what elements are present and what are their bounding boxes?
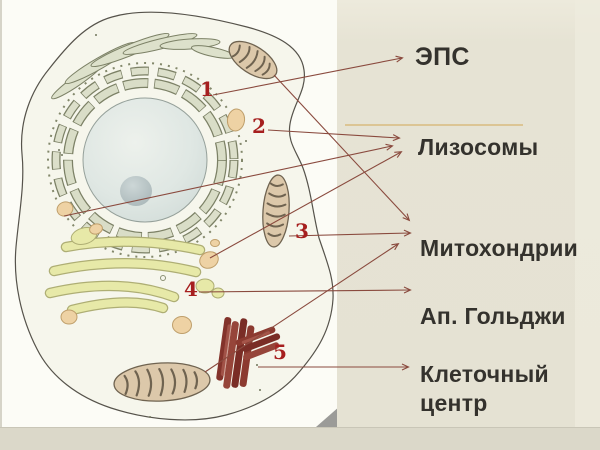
divider-line (345, 124, 523, 126)
label-golgi: Ап. Гольджи (420, 303, 566, 329)
mitochondrion-bottom (113, 362, 211, 402)
label-mitochondria: Митохондрии (420, 235, 579, 261)
cell-diagram (14, 11, 334, 421)
label-lysosomes: Лизосомы (418, 134, 539, 160)
nucleus (82, 97, 208, 223)
nucleolus (120, 176, 152, 206)
label-eps: ЭПС (415, 43, 470, 71)
label-cell-center: Клеточный центр (420, 361, 549, 416)
endoplasmic-reticulum (51, 32, 236, 100)
panel-right-strip (575, 0, 600, 427)
slide-bottom-strip (0, 427, 600, 450)
golgi-apparatus (44, 227, 225, 316)
slide-left-edge (0, 0, 2, 427)
